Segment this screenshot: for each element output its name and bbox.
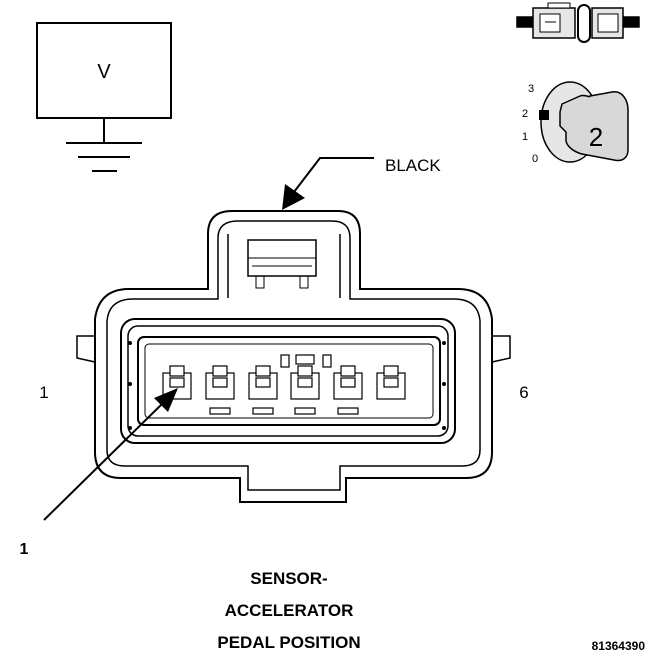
terminal-cavity [333,365,363,415]
ignition-position-1: 1 [522,131,528,143]
title-line-1: SENSOR- [250,569,327,588]
terminal-cavity [376,365,406,400]
callout-arrow-icon [154,388,178,412]
terminal-cavities [162,365,406,415]
ignition-position-2: 2 [522,108,528,120]
callout-number: 1 [20,541,29,558]
ignition-switch-icon: 3 2 1 0 2 [522,81,629,165]
voltmeter-label: V [97,61,111,83]
connector-face [76,210,511,503]
callout-leader: 1 [20,388,178,558]
ignition-indicator-icon [539,110,549,120]
voltmeter-symbol: V [36,22,172,172]
figure-id: 81364390 [592,639,646,653]
title-line-2: ACCELERATOR [225,601,354,620]
title-line-3: PEDAL POSITION [217,633,360,652]
ground-icon [66,118,142,172]
terminal-cavity [290,365,320,415]
ignition-position-0: 0 [532,153,538,165]
ignition-key-position: 2 [589,122,603,152]
terminal-cavity [205,365,235,415]
wire-color-leader: BLACK [282,156,441,210]
wire-arrow-icon [282,184,305,210]
pin-last-label: 6 [519,383,528,402]
connector-side-view-icon [516,2,640,43]
ignition-position-3: 3 [528,83,534,95]
diagram-title: SENSOR- ACCELERATOR PEDAL POSITION [217,569,360,652]
pin-first-label: 1 [39,383,48,402]
wire-color-label: BLACK [385,156,441,175]
terminal-cavity [248,365,278,415]
